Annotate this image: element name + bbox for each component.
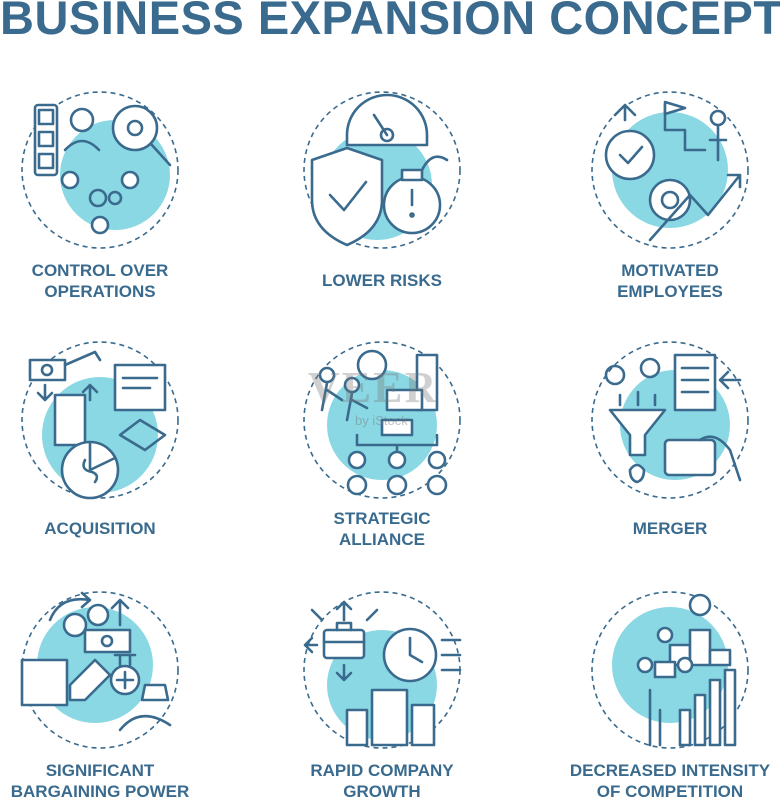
concept-label: MERGER: [632, 519, 708, 538]
bargaining-power-icon: [20, 591, 179, 749]
merger-icon: [591, 341, 749, 499]
control-operations-icon: [21, 91, 179, 249]
watermark: VEER: [308, 363, 439, 412]
rapid-growth-icon: [303, 591, 462, 749]
page-title: BUSINESS EXPANSION CONCEPTS: [0, 0, 780, 44]
concept-label: ACQUISITION: [44, 519, 156, 538]
decreased-competition-icon: [591, 591, 749, 749]
concept-label: LOWER RISKS: [322, 271, 442, 290]
motivated-employees-icon: [591, 91, 749, 249]
lower-risks-icon: [303, 91, 461, 249]
strategic-alliance-icon: [303, 341, 461, 499]
watermark-sub: by iStock: [355, 413, 408, 428]
acquisition-icon: [21, 341, 179, 500]
